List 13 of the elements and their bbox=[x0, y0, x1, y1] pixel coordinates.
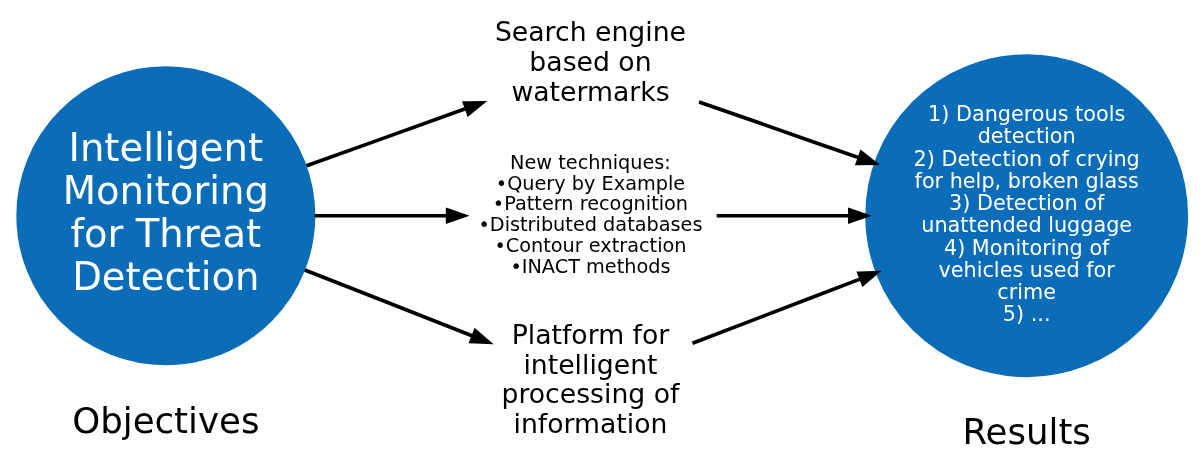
arrow bbox=[314, 207, 470, 225]
node-text: Search engine based on watermarks bbox=[494, 16, 687, 107]
arrow bbox=[305, 101, 488, 168]
node-circle: Intelligent Monitoring for Threat Detection bbox=[16, 66, 316, 366]
arrow bbox=[716, 207, 872, 225]
node-text: New techniques: •Query by Example •Pattern recognition •Distributed databases •Contour extraction •INACT methods bbox=[478, 150, 703, 278]
node-text: Platform for intelligent processing of information bbox=[501, 318, 680, 439]
arrow bbox=[691, 270, 882, 346]
arrow bbox=[304, 268, 494, 345]
node-label: Objectives bbox=[72, 399, 260, 441]
node-circle: 1) Dangerous tools detection 2) Detection of crying for help, broken glass 3) Detection of unattended luggage 4) Monitoring of vehicles used for crime 5) ... bbox=[865, 54, 1189, 378]
arrow bbox=[698, 100, 881, 166]
node-label: Results bbox=[962, 411, 1091, 453]
